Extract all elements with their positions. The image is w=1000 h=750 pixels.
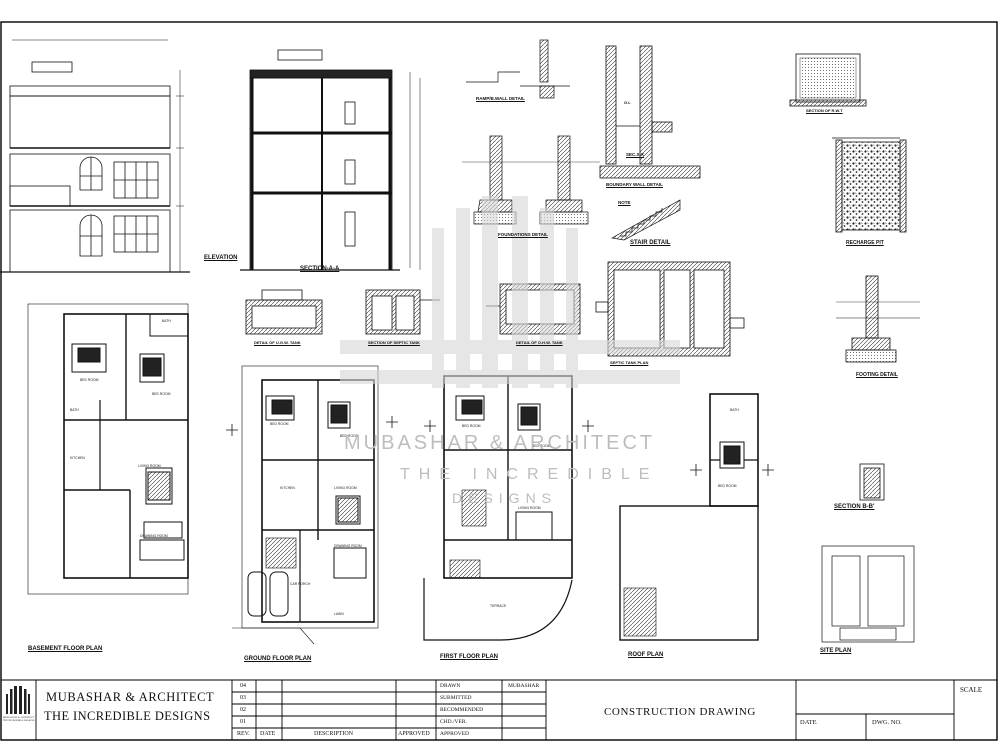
rwt-section: [789, 53, 867, 107]
section-aa-drawing: [240, 49, 421, 271]
section-aa-label: SECTION-A-A: [300, 266, 340, 272]
room-kitchen: KITCHEN: [70, 456, 85, 460]
firm-name-line2: THE INCREDIBLE DESIGNS: [44, 709, 211, 723]
room-bed-room: BED ROOM: [152, 392, 171, 396]
foundations-detail-label: FOUNDATIONS DETAIL: [498, 232, 548, 237]
room-living-room: LIVING ROOM: [334, 486, 357, 490]
first-floor-plan-label: FIRST FLOOR PLAN: [440, 654, 498, 660]
terrace-label: TERRACE: [490, 604, 507, 608]
site-plan: [821, 545, 915, 643]
room-bed-room: BED ROOM: [270, 422, 289, 426]
detail-ugwt-label: DETAIL OF U.G.W. TANK: [254, 340, 301, 345]
boundary-wall-detail-label: BOUNDARY WALL DETAIL: [606, 182, 663, 187]
room-drawing-room: DRAWING ROOM: [334, 544, 362, 548]
date-label: DATE: [800, 719, 817, 726]
room-lawn: LAWN: [334, 612, 344, 616]
site-plan-label: SITE PLAN: [820, 648, 852, 654]
approved-header: APPROVED: [398, 731, 430, 737]
room-bed-room: BED ROOM: [718, 484, 737, 488]
watermark-logo: [340, 196, 680, 388]
logo-subtext: MUBASHAR & ARCHITECT THE INCREDIBLE DESI…: [3, 716, 35, 722]
roof-plan: [619, 393, 759, 641]
first-floor-plan: [423, 375, 573, 641]
sec-xx-label: SEC.X-X: [626, 152, 645, 157]
ohw-tank-detail: [486, 283, 581, 335]
footing-detail-label: FOOTING DETAIL: [856, 372, 898, 378]
watermark-text-line2: THE INCREDIBLE: [400, 466, 659, 483]
section-septic-label: SECTION OF SEPTIC TANK: [368, 340, 420, 345]
ramp-wall-detail-label: RAMP/B.WALL DETAIL: [476, 96, 525, 101]
footing-detail: [836, 275, 920, 363]
role-recommended: RECOMMENDED: [440, 707, 484, 713]
role-drawn: DRAWN: [440, 683, 461, 689]
basement-floor-plan-label: BASEMENT FLOOR PLAN: [28, 646, 103, 652]
ugw-tank-detail: [245, 289, 323, 335]
recharge-pit-label: RECHARGE PIT: [846, 240, 884, 246]
stair-detail-label: STAIR DETAIL: [630, 240, 671, 246]
room-drawing-room: DRAWING ROOM: [140, 534, 168, 538]
recharge-pit: [832, 137, 907, 233]
room-bed-room: BED ROOM: [462, 424, 481, 428]
elevation-drawing: [0, 39, 190, 273]
rev-number: 01: [240, 719, 246, 725]
room-bath: BATH: [70, 408, 79, 412]
section-bb-label: SECTION B-B': [834, 504, 875, 510]
firm-name-line1: MUBASHAR & ARCHITECT: [46, 690, 215, 704]
room-bed-room: BED ROOM: [340, 434, 359, 438]
gl-label: G.L: [624, 100, 631, 105]
title-block: [1, 679, 997, 740]
rev-number: 03: [240, 695, 246, 701]
dwg-no-label: DWG. NO.: [872, 719, 902, 726]
drawing-title: CONSTRUCTION DRAWING: [604, 706, 756, 718]
septic-tank-plan-label: SEPTIC TANK PLAN: [610, 360, 649, 365]
watermark-text-line1: MUBASHAR & ARCHITECT: [344, 432, 656, 454]
note-label: NOTE: [618, 200, 631, 205]
watermark-text-line3: DESIGNS: [452, 490, 558, 506]
rev-header: REV.: [237, 731, 250, 737]
room-bed-room: BED ROOM: [80, 378, 99, 382]
ramp-wall-detail: [466, 39, 570, 99]
sheet-border: [0, 21, 998, 741]
stair-detail: [610, 199, 681, 241]
rev-number: 02: [240, 707, 246, 713]
room-kitchen: KITCHEN: [280, 486, 295, 490]
elevation-label: ELEVATION: [204, 255, 238, 261]
section-arrows: [226, 416, 774, 476]
role-checked: CHD./VER.: [440, 719, 467, 725]
boundary-wall-detail: [599, 45, 701, 179]
section-rwt-label: SECTION OF R.W.T: [806, 108, 843, 113]
roof-plan-label: ROOF PLAN: [628, 652, 664, 658]
room-living-room: LIVING ROOM: [518, 506, 541, 510]
ground-floor-plan-label: GROUND FLOOR PLAN: [244, 656, 312, 662]
drawn-by-value: MUBASHAR: [508, 683, 540, 689]
description-header: DESCRIPTION: [314, 731, 354, 737]
ground-floor-plan: [232, 365, 379, 645]
date-header: DATE: [260, 731, 276, 737]
room-car-porch: CAR PORCH: [290, 582, 311, 586]
room-bath: BATH: [162, 319, 171, 323]
room-living-room: LIVING ROOM: [138, 464, 161, 468]
detail-ohwt-label: DETAIL OF O.H.W. TANK: [516, 340, 563, 345]
septic-tank-section: [365, 289, 440, 335]
rev-number: 04: [240, 683, 246, 689]
room-bed-room: BED ROOM: [532, 444, 551, 448]
room-bath: BATH: [730, 408, 739, 412]
section-bb: [859, 463, 885, 501]
scale-label: SCALE: [960, 686, 983, 694]
role-submitted: SUBMITTED: [440, 695, 472, 701]
basement-floor-plan: [27, 303, 189, 595]
role-approved: APPROVED: [440, 731, 470, 737]
